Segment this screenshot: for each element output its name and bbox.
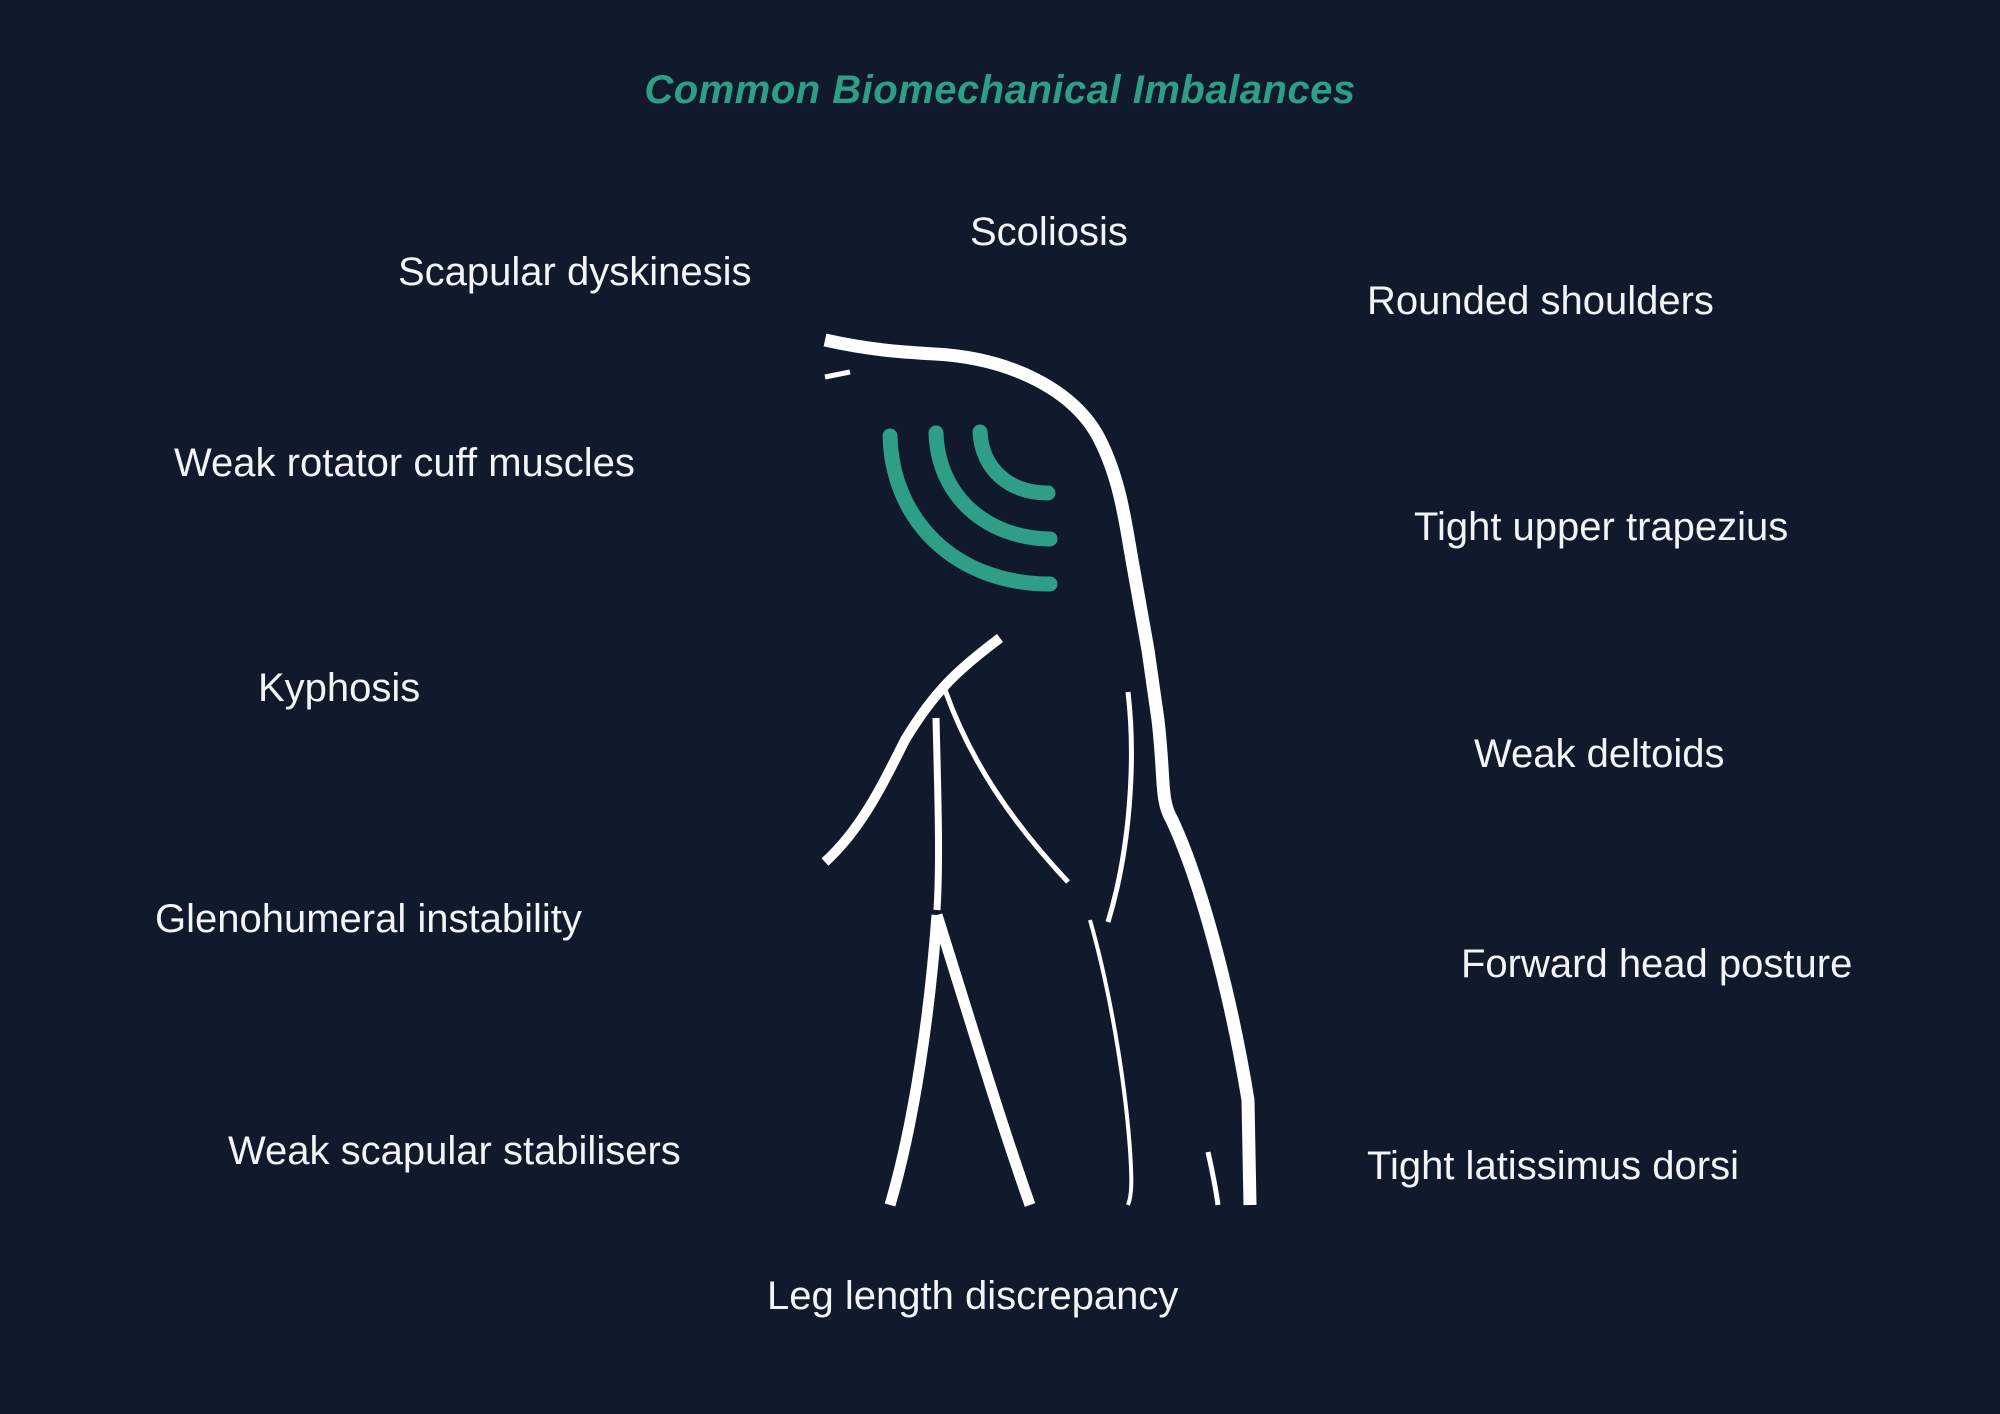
spine-line-upper <box>932 717 943 911</box>
shoulder-tick-line <box>824 369 851 380</box>
scapula-inner-line <box>942 689 1070 884</box>
label-scapular-dyskinesis: Scapular dyskinesis <box>398 250 752 294</box>
diagram-title: Common Biomechanical Imbalances <box>644 68 1356 112</box>
spine-line-lower <box>884 914 943 1207</box>
shoulder-contour-line <box>823 333 1257 1206</box>
label-kyphosis: Kyphosis <box>258 666 421 710</box>
waist-line <box>1205 1151 1221 1206</box>
back-muscle-line <box>931 913 1036 1207</box>
label-tight-upper-trapezius: Tight upper trapezius <box>1414 505 1789 549</box>
pain-arc-inner <box>972 424 1056 501</box>
pain-arc-middle <box>928 425 1058 547</box>
lat-line-lower <box>1088 919 1134 1206</box>
pain-arcs-icon <box>882 424 1058 592</box>
lat-line-upper <box>1105 691 1134 923</box>
label-weak-rotator-cuff-muscles: Weak rotator cuff muscles <box>174 441 635 485</box>
scapula-edge-line <box>821 634 1004 866</box>
body-outline <box>821 333 1257 1207</box>
label-forward-head-posture: Forward head posture <box>1461 942 1853 986</box>
label-weak-deltoids: Weak deltoids <box>1474 732 1725 776</box>
label-tight-latissimus-dorsi: Tight latissimus dorsi <box>1367 1144 1739 1188</box>
label-leg-length-discrepancy: Leg length discrepancy <box>767 1274 1179 1318</box>
pain-arc-outer <box>882 428 1058 592</box>
label-weak-scapular-stabilisers: Weak scapular stabilisers <box>228 1129 681 1173</box>
label-rounded-shoulders: Rounded shoulders <box>1367 279 1714 323</box>
label-scoliosis: Scoliosis <box>970 210 1128 254</box>
label-glenohumeral-instability: Glenohumeral instability <box>155 897 582 941</box>
